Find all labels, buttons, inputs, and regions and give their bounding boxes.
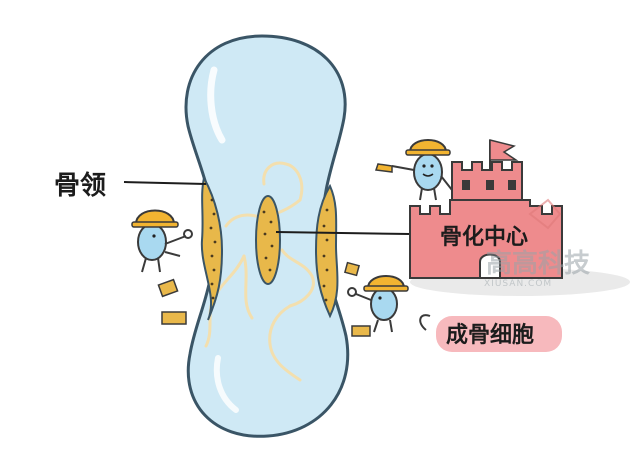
- bone-collar-dots: [209, 198, 329, 302]
- worker-foreman: [374, 139, 453, 201]
- osteoblast-pill: [436, 316, 562, 352]
- osteoblast-pointer: [419, 314, 431, 331]
- brick-2: [161, 311, 187, 325]
- ossification-dots: [262, 210, 274, 272]
- castle-window-2: [486, 180, 494, 190]
- bone-highlight-lower: [213, 355, 239, 413]
- bone-collar-right: [314, 183, 339, 319]
- watermark: 高高科技 XIUSAN.COM: [484, 198, 590, 289]
- bone-highlight: [207, 66, 226, 144]
- long-bone: [184, 34, 350, 438]
- bone-collar-leader: [123, 181, 207, 185]
- bone-collar-left: [200, 175, 224, 321]
- label-ossification-center: 骨化中心: [440, 224, 528, 250]
- brick-4: [351, 325, 371, 337]
- pointing-hand: [374, 163, 393, 173]
- watermark-site: XIUSAN.COM: [484, 279, 552, 289]
- watermark-logo-icon: [528, 198, 562, 230]
- brick-3: [343, 261, 361, 277]
- label-bone-collar: 骨领: [54, 170, 106, 201]
- castle-flag: [489, 139, 519, 161]
- castle-window-1: [462, 180, 470, 190]
- castle-door: [479, 253, 501, 279]
- castle: 骨化中心: [409, 139, 563, 279]
- castle-window-3: [508, 180, 516, 190]
- worker-left: [131, 209, 193, 273]
- ossification-center: [255, 195, 281, 285]
- brick-1: [157, 278, 179, 298]
- bricks: [157, 261, 371, 337]
- osteoblast-label-group: 成骨细胞: [419, 314, 562, 352]
- watermark-brand: 高高科技: [486, 248, 590, 279]
- label-osteoblast: 成骨细胞: [446, 322, 534, 348]
- ossification-leader: [275, 231, 411, 235]
- worker-osteoblast: [347, 275, 409, 333]
